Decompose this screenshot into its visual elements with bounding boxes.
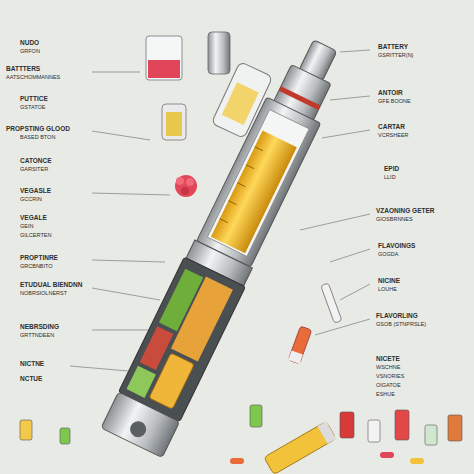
- part-label: NICETE: [376, 356, 400, 363]
- battery-cell: [264, 421, 336, 474]
- part-label: NOBRSIOLNERST: [20, 291, 67, 297]
- part-label: LOUHE: [378, 287, 397, 293]
- dropper: [321, 283, 342, 323]
- part-label: GEIN: [20, 224, 33, 230]
- part-label: GIOSBRNNES: [376, 217, 413, 223]
- part-label: NICINE: [378, 278, 400, 285]
- part-label: NICTNE: [20, 361, 44, 368]
- part-label: GRTTNDEEN: [20, 333, 54, 339]
- part-label: VEGALE: [20, 215, 47, 222]
- orange-cylinder: [288, 326, 312, 364]
- part-label: CARTAR: [378, 124, 405, 131]
- part-label: PROPSTING GLOOD: [6, 126, 70, 133]
- part-label: GSRITTER(N): [378, 53, 413, 59]
- part-label: GARSITER: [20, 167, 48, 173]
- part-label: OIGATOE: [376, 383, 401, 389]
- part-label: ANTOIR: [378, 90, 403, 97]
- pills: [230, 452, 424, 464]
- part-label: BATTTERS: [6, 66, 40, 73]
- bottles: [20, 405, 462, 445]
- part-label: NUDO: [20, 40, 39, 47]
- part-label: GOGDA: [378, 252, 398, 258]
- part-label: EPID: [384, 166, 399, 173]
- part-label: FLAVOINGS: [378, 243, 415, 250]
- part-label: VSNORIES: [376, 374, 404, 380]
- raspberry: [175, 175, 197, 197]
- part-label: GRCBNBITO: [20, 264, 53, 270]
- part-label: GILCERTEN: [20, 233, 51, 239]
- part-label: WSCHNE: [376, 365, 400, 371]
- capsule: [162, 104, 186, 140]
- part-label: LLID: [384, 175, 396, 181]
- part-label: CATONCE: [20, 158, 52, 165]
- part-label: ETUDUAL BIENDNN: [20, 282, 82, 289]
- part-label: PUTTICE: [20, 96, 48, 103]
- part-label: VEGASLE: [20, 188, 51, 195]
- part-label: GCCRIN: [20, 197, 42, 203]
- part-label: GFE BOONE: [378, 99, 411, 105]
- part-label: VCRSHEER: [378, 133, 409, 139]
- vape-pen: [101, 31, 356, 458]
- part-label: GSOB (STNPRSLE): [376, 322, 426, 328]
- part-label: BASED BTON: [20, 135, 55, 141]
- part-label: AATSCHOMMANNES: [6, 75, 60, 81]
- part-label: GRFON: [20, 49, 40, 55]
- part-label: GSTATOE: [20, 105, 45, 111]
- glass-cube: [146, 36, 182, 80]
- part-label: NCTUE: [20, 376, 42, 383]
- part-label: VZAONING GETER: [376, 208, 435, 215]
- part-label: ESHUE: [376, 392, 395, 398]
- part-label: BATTERY: [378, 44, 408, 51]
- part-label: PROPTINRE: [20, 255, 58, 262]
- part-label: FLAVORLING: [376, 313, 418, 320]
- tube-part: [208, 32, 230, 74]
- part-label: NEBRSDING: [20, 324, 59, 331]
